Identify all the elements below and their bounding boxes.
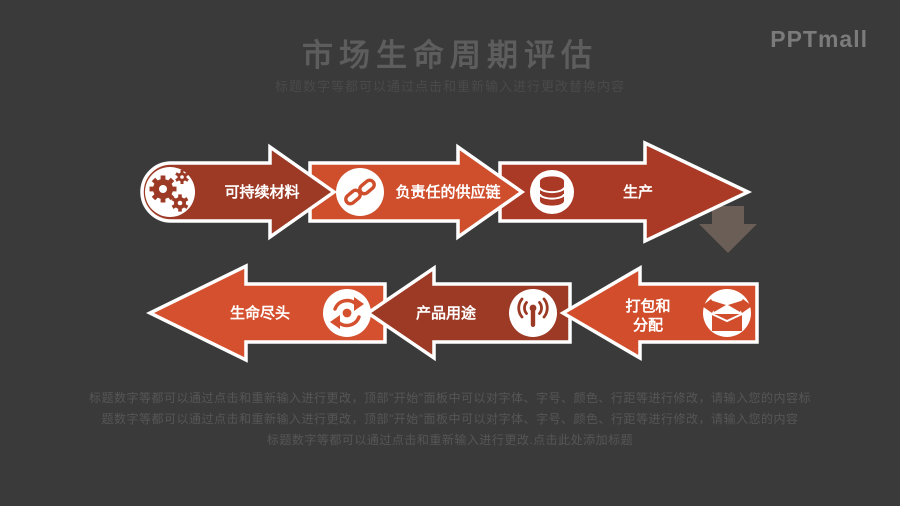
arrow-sustainable-materials[interactable] — [140, 143, 338, 241]
open-box-icon — [702, 299, 752, 331]
database-icon — [539, 176, 565, 206]
down-connector-arrow — [699, 206, 757, 253]
arrow-label[interactable]: 生命尽头 — [230, 304, 290, 322]
chain-links-icon — [344, 178, 376, 206]
arrow-end-of-life[interactable] — [146, 263, 387, 363]
slide-subtitle[interactable]: 标题数字等都可以通过点击和重新输入进行更改替换内容 — [274, 79, 625, 94]
footer-placeholder-line-3[interactable]: 标题数字等都可以通过点击和重新输入进行更改.点击此处添加标题 — [266, 433, 634, 447]
footer-placeholder-line-1[interactable]: 标题数字等都可以通过点击和重新输入进行更改，顶部"开始"面板中可以对字体、字号、… — [88, 391, 812, 405]
arrow-label[interactable]: 负责任的供应链 — [395, 183, 501, 201]
footer-placeholder-text: 标题数字等都可以通过点击和重新输入进行更改，顶部"开始"面板中可以对字体、字号、… — [0, 388, 900, 451]
arrow-packaging-distribution[interactable] — [559, 264, 759, 362]
footer-placeholder-line-2[interactable]: 题数字等都可以通过点击和重新输入进行更改，顶部"开始"面板中可以对字体、字号、颜… — [101, 412, 799, 426]
arrow-production[interactable] — [498, 140, 753, 244]
arrow-product-use[interactable] — [364, 264, 572, 362]
arrow-label[interactable]: 生产 — [623, 183, 653, 201]
slide-title[interactable]: 市场生命周期评估 — [302, 38, 598, 73]
arrow-label[interactable]: 分配 — [633, 317, 663, 334]
arrow-label[interactable]: 打包和 — [625, 297, 670, 315]
gears-icon — [149, 170, 189, 212]
arrow-label[interactable]: 可持续材料 — [224, 183, 299, 201]
recycle-arrows-icon — [330, 297, 364, 329]
broadcast-signal-icon — [517, 297, 549, 327]
pptmall-logo: PPTmall — [770, 26, 868, 52]
arrow-label[interactable]: 产品用途 — [416, 304, 477, 322]
